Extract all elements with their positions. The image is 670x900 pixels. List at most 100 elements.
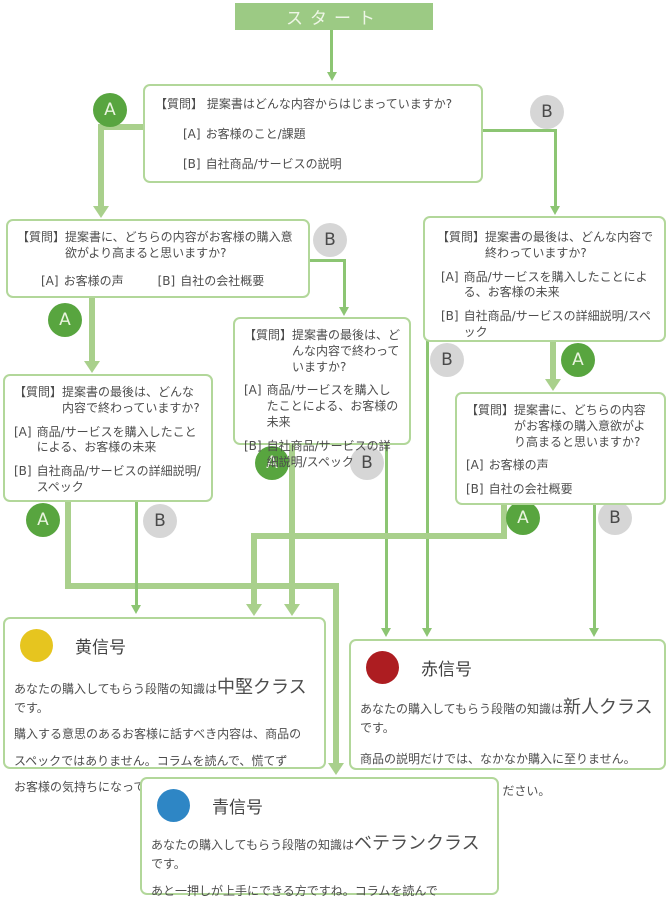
option-b: [B] 自社商品/サービスの詳細説明/スペック (244, 439, 401, 471)
option-b: [B] 自社の会社概要 (158, 274, 265, 290)
branch-a-badge: A (93, 93, 127, 127)
option-b: [B] 自社の会社概要 (466, 482, 656, 498)
result-line: 商品の説明だけでは、なかなか購入に至りません。 (360, 752, 636, 767)
option-b-text: 自社商品/サービスの詳細説明/スペック (36, 464, 201, 495)
connector-q1b-h (483, 129, 557, 132)
question-box-1: 【質問】 提案書はどんな内容からはじまっていますか? [A] お客様のこと/課題… (143, 84, 483, 183)
arrowhead-icon (131, 605, 141, 614)
option-a: [A] 商品/サービスを購入したことによる、お客様の未来 (441, 270, 658, 302)
result-box-red: 赤信号 あなたの購入してもらう段階の知識は新人クラスです。 商品の説明だけでは、… (349, 639, 666, 798)
intro-suffix: です。 (151, 857, 186, 872)
option-a: [A] お客様のこと/課題 (183, 127, 477, 143)
question-label: 【質問】 (466, 403, 515, 417)
connector-q1b-v (554, 129, 557, 206)
option-a-text: 商品/サービスを購入したことによる、お客様の未来 (36, 424, 197, 455)
question-box-3-mid: 【質問】 提案書の最後は、どんな内容で終わっていますか? [A] 商品/サービス… (233, 317, 411, 469)
connector-q2ra-v (550, 341, 556, 379)
option-a: [A] 商品/サービスを購入したことによる、お客様の未来 (244, 383, 401, 430)
branch-b-badge: B (430, 343, 464, 377)
connector-q3ra-v1 (501, 504, 507, 539)
option-b-text: 自社商品/サービスの説明 (205, 156, 342, 171)
question-title: 提案書の最後は、どんな内容で終わっていますか? (62, 385, 200, 415)
arrowhead-icon (246, 604, 262, 616)
arrowhead-icon (545, 379, 561, 391)
connector-q2la-v (89, 297, 95, 361)
connector-q3ra-h (251, 533, 507, 539)
question-title: 提案書の最後は、どんな内容で終わっていますか? (485, 230, 654, 260)
intro-prefix: あなたの購入してもらう段階の知識は (360, 702, 564, 716)
option-b-text: 自社の会社概要 (180, 273, 265, 288)
option-b-marker: [B] (244, 438, 262, 453)
result-box-blue: 青信号 あなたの購入してもらう段階の知識はベテランクラスです。 あと一押しが上手… (140, 777, 499, 898)
branch-b-badge: B (313, 223, 347, 257)
result-line: スペックではありません。コラムを読んで、慌てず (14, 753, 288, 768)
connector-q3la-v2 (333, 583, 339, 763)
option-b: [B] 自社商品/サービスの詳細説明/スペック (14, 464, 203, 496)
arrowhead-icon (339, 307, 349, 316)
question-box-2-left: 【質問】 提案書に、どちらの内容がお客様の購入意欲がより高まると思いますか? [… (6, 219, 310, 298)
question-label: 【質問】 (244, 328, 293, 342)
option-b: [B] 自社商品/サービスの説明 (183, 157, 477, 173)
option-b-marker: [B] (183, 156, 201, 171)
result-line: あと一押しが上手にできる方ですね。コラムを読んで (151, 884, 438, 899)
intro-prefix: あなたの購入してもらう段階の知識は (14, 682, 218, 696)
blue-signal-icon (157, 789, 190, 822)
option-b-marker: [B] (466, 482, 484, 497)
question-label: 【質問】 (155, 97, 204, 111)
connector-q3ma-v (289, 444, 295, 604)
question-box-2-right: 【質問】 提案書の最後は、どんな内容で終わっていますか? [A] 商品/サービス… (423, 216, 666, 342)
option-b-marker: [B] (14, 464, 32, 479)
result-title: 黄信号 (75, 638, 126, 658)
branch-a-badge: A (26, 503, 60, 537)
question-box-3-left: 【質問】 提案書の最後は、どんな内容で終わっていますか? [A] 商品/サービス… (3, 374, 213, 502)
arrowhead-icon (284, 604, 300, 616)
question-title: 提案書はどんな内容からはじまっていますか? (206, 97, 453, 111)
option-a-text: 商品/サービスを購入したことによる、お客様の未来 (463, 269, 648, 300)
option-b-text: 自社の会社概要 (488, 482, 573, 497)
result-intro: あなたの購入してもらう段階の知識は新人クラスです。 (360, 696, 656, 736)
arrowhead-icon (327, 72, 337, 81)
result-title: 青信号 (212, 798, 263, 818)
connector-q2rb-v (426, 341, 429, 628)
option-a-marker: [A] (183, 126, 201, 141)
option-a-text: 商品/サービスを購入したことによる、お客様の未来 (266, 383, 399, 430)
question-box-3-right: 【質問】 提案書に、どちらの内容がお客様の購入意欲がより高まると思いますか? [… (455, 392, 666, 505)
option-b-text: 自社商品/サービスの詳細説明/スペック (463, 309, 651, 340)
arrowhead-icon (84, 361, 100, 373)
question-label: 【質問】 (17, 230, 66, 244)
arrowhead-icon (550, 206, 560, 215)
branch-a-badge: A (48, 303, 82, 337)
intro-prefix: あなたの購入してもらう段階の知識は (151, 838, 355, 852)
option-a-text: お客様のこと/課題 (205, 126, 306, 141)
question-label: 【質問】 (437, 230, 486, 244)
class-name: 中堅クラス (217, 677, 307, 698)
question-title: 提案書に、どちらの内容がお客様の購入意欲がより高まると思いますか? (514, 403, 646, 449)
red-signal-icon (366, 651, 399, 684)
option-b-marker: [B] (441, 309, 459, 324)
connector-q3rb-v (593, 504, 596, 628)
connector-q1a-v (98, 124, 104, 206)
arrowhead-icon (381, 628, 391, 637)
question-title: 提案書の最後は、どんな内容で終わっていますか? (292, 328, 401, 374)
yellow-signal-icon (20, 629, 53, 662)
result-line: 購入する意思のあるお客様に話すべき内容は、商品の (14, 727, 302, 742)
intro-suffix: です。 (360, 721, 395, 736)
connector-start-to-q1 (330, 30, 333, 72)
option-a-marker: [A] (14, 424, 32, 439)
connector-q2lb-h (310, 259, 346, 262)
class-name: 新人クラス (563, 697, 653, 718)
connector-q3la-v1 (65, 501, 71, 589)
arrowhead-icon (93, 206, 109, 218)
question-title: 提案書に、どちらの内容がお客様の購入意欲がより高まると思いますか? (65, 230, 293, 260)
option-a: [A] お客様の声 (41, 274, 124, 290)
arrowhead-icon (328, 763, 344, 775)
connector-q3la-h (65, 583, 339, 589)
option-a: [A] お客様の声 (466, 458, 656, 474)
result-intro: あなたの購入してもらう段階の知識は中堅クラスです。 (14, 676, 316, 716)
option-b-text: 自社商品/サービスの詳細説明/スペック (266, 438, 391, 469)
option-a-marker: [A] (244, 383, 262, 398)
connector-q1a-h (98, 124, 143, 130)
option-b-marker: [B] (157, 273, 176, 288)
result-box-yellow: 黄信号 あなたの購入してもらう段階の知識は中堅クラスです。 購入する意思のあるお… (3, 617, 326, 794)
